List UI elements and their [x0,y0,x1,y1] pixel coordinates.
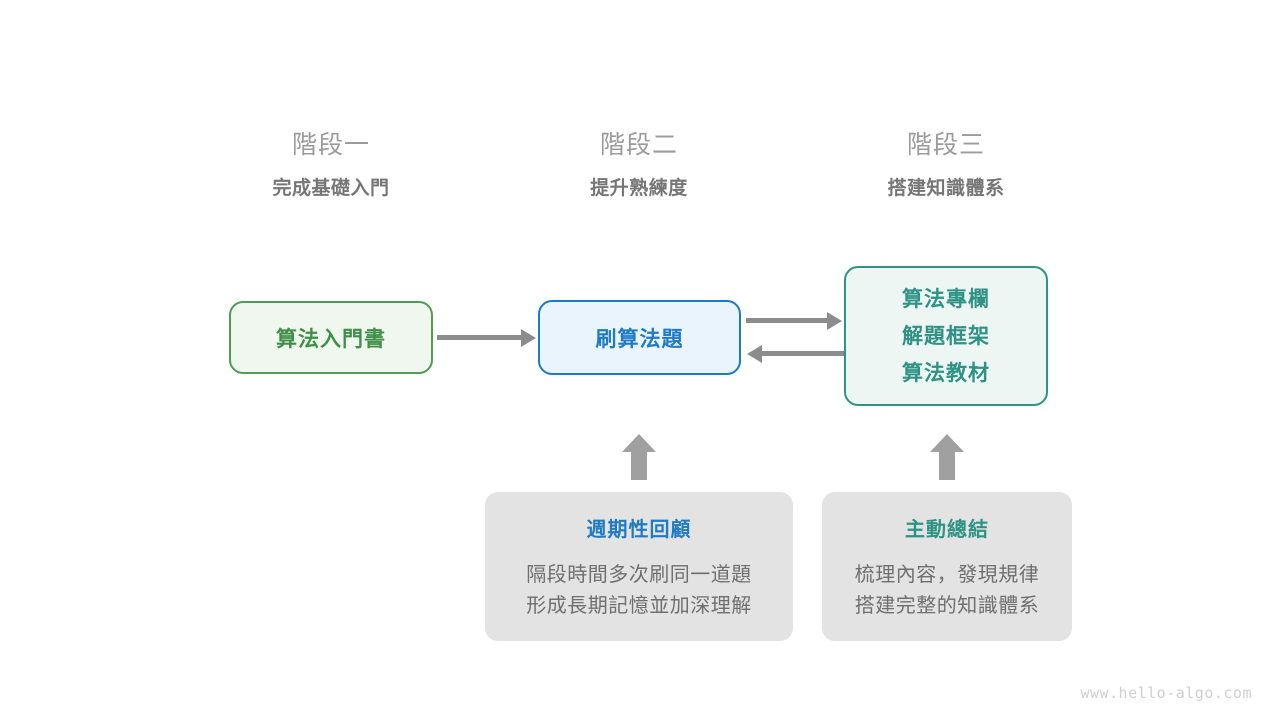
arrow-book-to-practice-line [437,335,523,340]
node-resources-line-2: 解題框架 [902,324,990,348]
watermark-url: www.hello-algo.com [1080,684,1252,702]
arrow-right-icon [521,329,536,347]
node-algorithm-intro-book-label: 算法入門書 [276,327,386,351]
stage-3-subtitle: 搭建知識體系 [887,178,1005,199]
stage-header-2: 階段二 提升熟練度 [509,128,769,204]
arrow-up-icon [622,434,656,480]
arrow-up-icon [930,434,964,480]
node-practice-problems-label: 刷算法題 [595,327,684,351]
node-practice-problems: 刷算法題 [538,300,741,375]
arrow-left-icon [747,345,762,363]
note-card-periodic-review: 週期性回顧 隔段時間多次刷同一道題 形成長期記憶並加深理解 [485,492,793,641]
node-resources-line-1: 算法專欄 [902,287,990,311]
arrow-resources-to-practice-line [762,351,844,356]
stage-1-subtitle: 完成基礎入門 [272,178,390,199]
arrow-right-icon [827,312,842,330]
note-body-line-2: 搭建完整的知識體系 [854,595,1040,617]
note-card-active-summary: 主動總結 梳理內容，發現規律 搭建完整的知識體系 [822,492,1072,641]
note-card-active-summary-body: 梳理內容，發現規律 搭建完整的知識體系 [822,560,1072,622]
note-card-periodic-review-body: 隔段時間多次刷同一道題 形成長期記憶並加深理解 [485,560,793,622]
stage-3-title: 階段三 [906,131,985,159]
note-body-line-1: 隔段時間多次刷同一道題 [526,564,752,586]
note-body-line-1: 梳理內容，發現規律 [854,564,1040,586]
note-card-active-summary-title: 主動總結 [905,519,989,541]
note-card-periodic-review-title: 週期性回顧 [586,519,692,541]
arrow-practice-to-resources-line [746,318,829,323]
node-learning-resources: 算法專欄 解題框架 算法教材 [844,266,1048,406]
stage-2-title: 階段二 [599,131,678,159]
note-body-line-2: 形成長期記憶並加深理解 [526,595,752,617]
node-resources-line-3: 算法教材 [902,361,990,385]
stage-2-subtitle: 提升熟練度 [590,178,688,199]
stage-header-1: 階段一 完成基礎入門 [201,128,461,204]
stage-1-title: 階段一 [291,131,370,159]
stage-header-3: 階段三 搭建知識體系 [816,128,1076,204]
node-algorithm-intro-book: 算法入門書 [229,301,433,374]
